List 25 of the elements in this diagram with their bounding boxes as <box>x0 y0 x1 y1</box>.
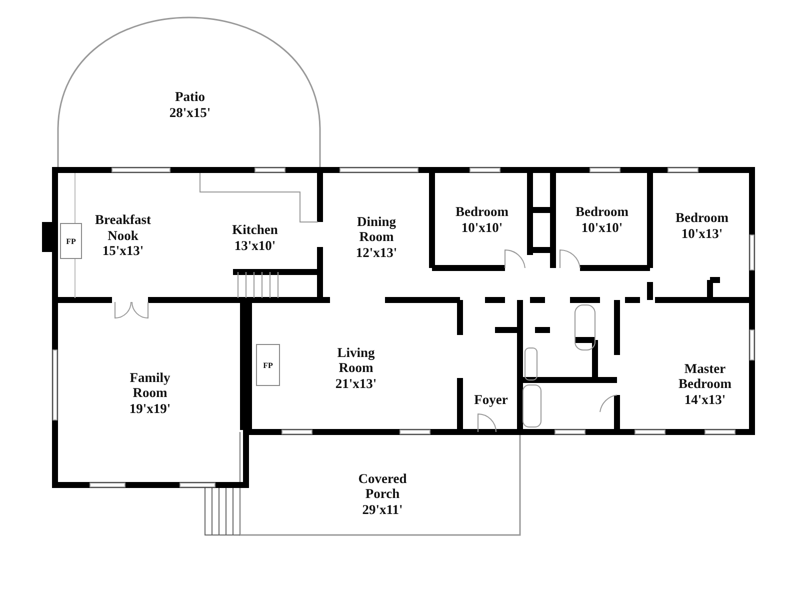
room-dimensions: 10'x13' <box>681 226 723 242</box>
room-name: Family Room <box>128 370 172 401</box>
room-name: Master Bedroom <box>678 360 732 392</box>
room-dimensions: 14'x13' <box>684 392 726 408</box>
room-name: Bedroom <box>676 210 728 226</box>
room-dimensions: 12'x13' <box>356 244 398 260</box>
room-name: Foyer <box>474 392 508 408</box>
room-dimensions: 29'x11' <box>362 502 403 518</box>
room-name: Kitchen <box>232 222 278 238</box>
room-name: Bedroom <box>576 204 628 220</box>
room-dimensions: 10'x10' <box>461 220 503 236</box>
room-dimensions: 13'x10' <box>234 238 276 254</box>
room-name: Patio <box>175 89 205 105</box>
room-dimensions: 28'x15' <box>169 105 211 121</box>
room-dimensions: 19'x19' <box>129 400 171 416</box>
room-dimensions: 15'x13' <box>102 243 144 259</box>
fireplace-box: FP <box>256 344 280 386</box>
room-dimensions: 10'x10' <box>581 220 623 236</box>
room-name: Living Room <box>336 344 376 376</box>
room-name: Bedroom <box>456 204 508 220</box>
room-dimensions: 21'x13' <box>335 376 377 392</box>
room-name: Breakfast Nook <box>94 212 152 244</box>
room-name: Covered Porch <box>357 470 408 502</box>
room-name: Dining Room <box>356 214 398 245</box>
fireplace-box: FP <box>60 223 82 259</box>
